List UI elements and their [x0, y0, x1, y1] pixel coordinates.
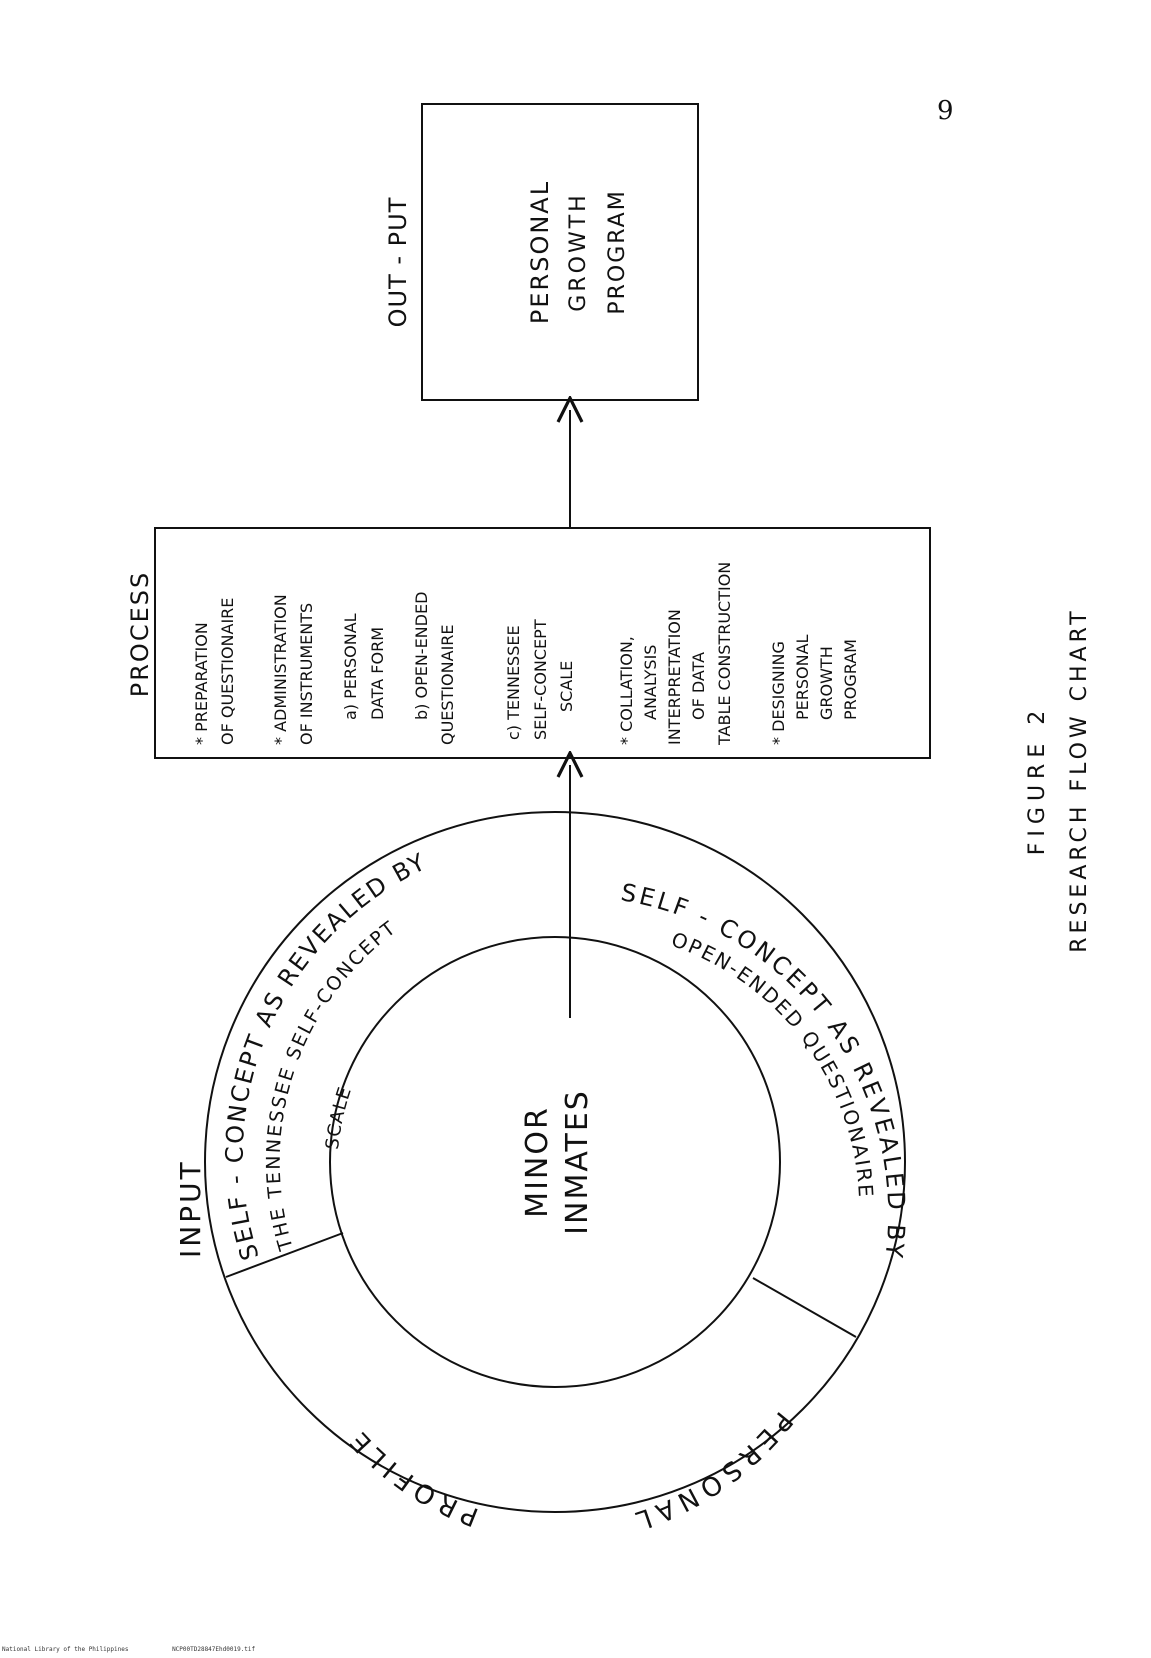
process-step-line: OF DATA [689, 652, 708, 720]
output-heading: OUT - PUT [384, 197, 412, 328]
process-step-line: PROGRAM [841, 639, 860, 720]
segment-tennessee-line1: SELF - CONCEPT AS REVEALED BY [221, 847, 432, 1263]
process-step-line: DATA FORM [368, 627, 387, 720]
process-steps: * PREPARATION OF QUESTIONAIRE * ADMINISTRA… [192, 562, 860, 746]
output-line-personal: PERSONAL [526, 180, 554, 324]
input-circle [204, 811, 906, 1513]
segment-profile-personal: PERSONAL [627, 1406, 798, 1537]
caption-figure: FIGURE 2 [1025, 705, 1050, 855]
process-step-line: OF QUESTIONAIRE [218, 598, 237, 745]
inner-ring [329, 936, 781, 1388]
page-number: 9 [937, 96, 954, 126]
process-step-line: SCALE [557, 661, 576, 712]
segment-profile-profile: PROFILE [341, 1421, 483, 1531]
process-step-line: * DESIGNING [769, 641, 788, 745]
process-step-line: SELF-CONCEPT [531, 619, 550, 740]
process-step-line: ANALYSIS [641, 645, 660, 720]
process-step-line: * ADMINISTRATION [271, 594, 290, 745]
footer: National Library of the Philippines NCP0… [2, 1646, 295, 1653]
process-step-line: PERSONAL [793, 634, 812, 720]
process-step-line: QUESTIONAIRE [438, 624, 457, 745]
process-step-line: a) PERSONAL [341, 613, 360, 720]
center-label-inmates: INMATES [560, 1089, 595, 1235]
process-step-line: INTERPRETATION [665, 609, 684, 745]
process-step-line: c) TENNESSEE [504, 625, 523, 740]
process-heading: PROCESS [126, 571, 154, 697]
output-box [421, 103, 699, 401]
segment-tennessee-line3: SCALE [322, 1084, 356, 1151]
process-step-line: GROWTH [817, 646, 836, 720]
center-label-minor: MINOR [520, 1106, 555, 1218]
input-heading: INPUT [174, 1159, 207, 1258]
process-step-line: TABLE CONSTRUCTION [715, 562, 734, 746]
process-box [154, 527, 931, 759]
footer-file: NCP00TD28847Ehd0019.tif [172, 1646, 256, 1653]
outer-ring [204, 811, 906, 1513]
output-line-growth: GROWTH [566, 192, 591, 311]
segment-divider-left [225, 1232, 344, 1278]
process-step-line: * PREPARATION [192, 622, 211, 745]
segment-divider-right [752, 1277, 857, 1338]
caption-title: RESEARCH FLOW CHART [1067, 607, 1092, 952]
output-line-program: PROGRAM [605, 189, 630, 314]
footer-library: National Library of the Philippines [2, 1646, 129, 1653]
segment-openended-line1: SELF - CONCEPT AS REVEALED BY [619, 878, 911, 1262]
process-step-line: b) OPEN-ENDED [412, 592, 431, 720]
process-step-line: * COLLATION, [617, 636, 636, 745]
process-step-line: OF INSTRUMENTS [297, 603, 316, 745]
